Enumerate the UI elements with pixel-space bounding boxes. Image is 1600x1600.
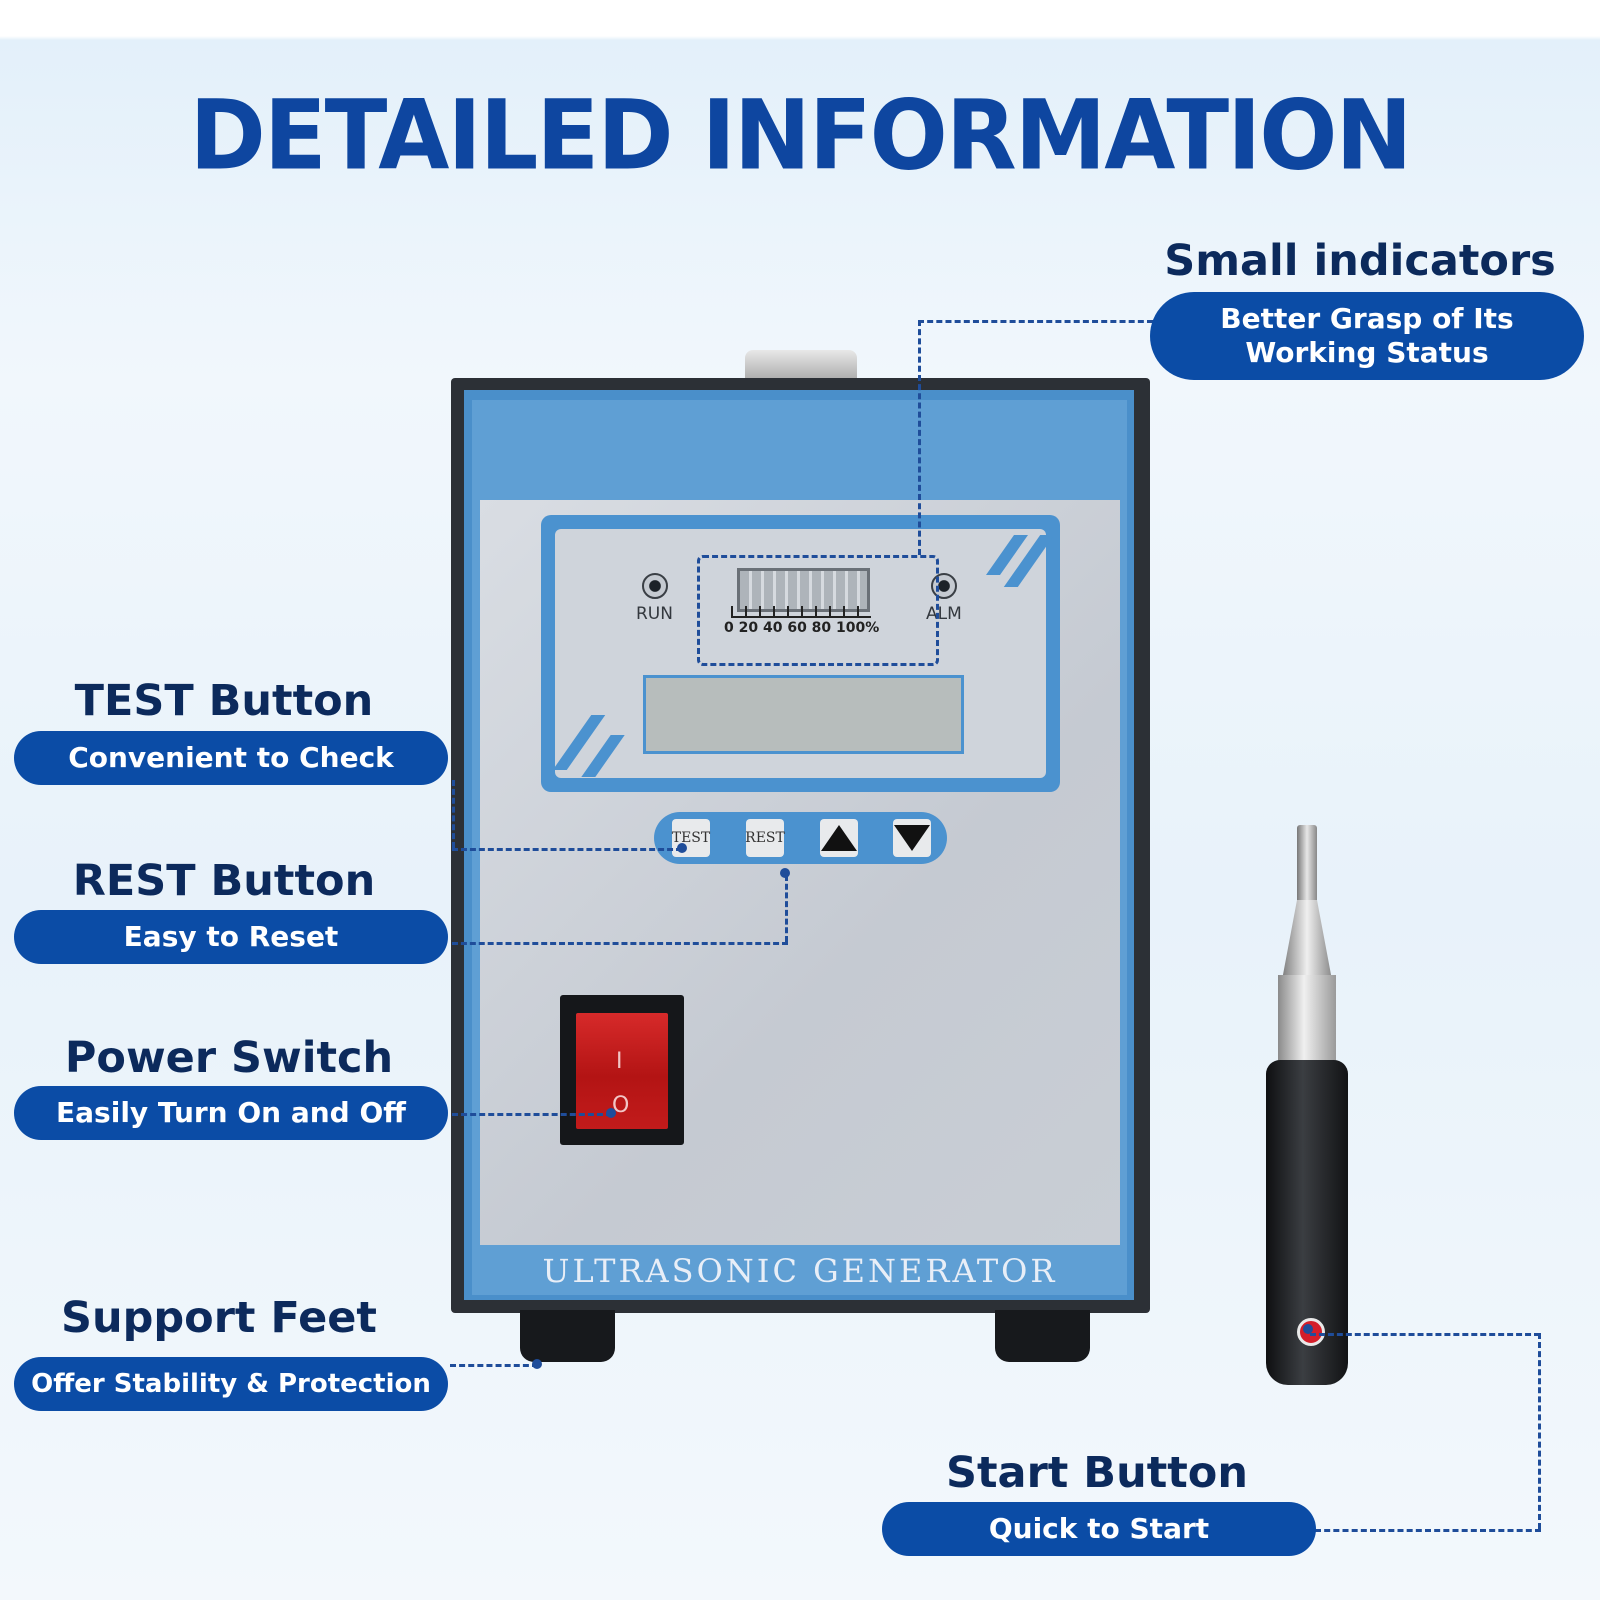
alm-label: ALM [926, 604, 962, 624]
callout-pill: Offer Stability & Protection [14, 1357, 448, 1411]
connector-dot [1303, 1324, 1313, 1334]
meter-scale-labels: 0 20 40 60 80 100% [724, 620, 880, 636]
callout-pill: Easy to Reset [14, 910, 448, 964]
run-indicator-led [642, 573, 668, 599]
power-switch[interactable]: I O [576, 1013, 668, 1129]
brand-label: ULTRASONIC GENERATOR [542, 1252, 1058, 1290]
rest-button[interactable]: REST [745, 819, 785, 857]
callout-pill: Convenient to Check [14, 731, 448, 785]
callout-title: REST Button [72, 856, 376, 906]
connector-line [452, 848, 682, 851]
connector-line [785, 875, 788, 942]
connector-dot [677, 843, 687, 853]
connector-dot [780, 868, 790, 878]
connector-dot [532, 1359, 542, 1369]
down-button[interactable] [893, 819, 931, 857]
connector-line [918, 320, 921, 555]
indicator-highlight-box [697, 555, 939, 666]
callout-title: Power Switch [64, 1033, 394, 1083]
callout-pill: Quick to Start [882, 1502, 1316, 1556]
alarm-indicator-led [931, 573, 957, 599]
up-button[interactable] [820, 819, 858, 857]
switch-off-mark: O [612, 1093, 630, 1118]
connector-line [1310, 1333, 1540, 1336]
page-title: DETAILED INFORMATION [189, 79, 1412, 192]
horn-body [1278, 975, 1336, 1067]
callout-title: Small indicators [1164, 236, 1556, 286]
callout-title: TEST Button [74, 676, 374, 726]
connector-line [450, 1364, 538, 1367]
start-button[interactable] [1297, 1318, 1325, 1346]
connector-line [452, 1113, 612, 1116]
callout-pill: Better Grasp of Its Working Status [1150, 292, 1584, 380]
horn-cone [1282, 900, 1332, 980]
support-foot-left [520, 1310, 615, 1362]
switch-on-mark: I [616, 1049, 623, 1074]
connector-line [1315, 1529, 1541, 1532]
carry-handle [745, 350, 857, 382]
connector-line [918, 320, 1153, 323]
arrow-up-icon [821, 825, 857, 851]
support-foot-right [995, 1310, 1090, 1362]
run-label: RUN [636, 604, 673, 624]
arrow-down-icon [894, 825, 930, 851]
callout-pill: Easily Turn On and Off [14, 1086, 448, 1140]
meter-scale [731, 606, 871, 618]
connector-line [452, 942, 788, 945]
callout-title: Start Button [946, 1448, 1248, 1498]
horn-tip [1297, 825, 1317, 905]
connector-line [1538, 1333, 1541, 1529]
connector-dot [606, 1108, 616, 1118]
connector-line [452, 780, 455, 848]
lcd-screen [643, 675, 964, 754]
callout-title: Support Feet [61, 1293, 377, 1343]
